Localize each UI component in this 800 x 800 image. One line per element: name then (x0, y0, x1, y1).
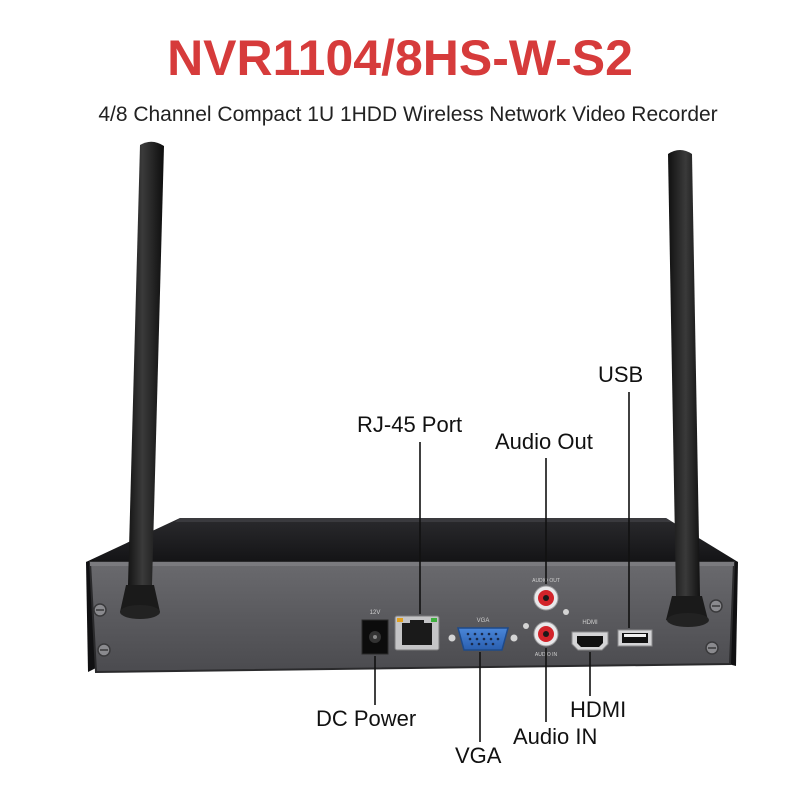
audio-out-label: Audio Out (495, 429, 593, 454)
vga-port (448, 627, 518, 651)
page-title: NVR1104/8HS-W-S2 (167, 30, 633, 86)
rj45-port (394, 615, 440, 651)
screw-left-bottom (97, 643, 111, 657)
page-subtitle: 4/8 Channel Compact 1U 1HDD Wireless Net… (98, 103, 718, 126)
dc-power-jack (361, 619, 389, 655)
screw-left (93, 603, 107, 617)
usb-label: USB (598, 362, 644, 387)
vga-mark: VGA (477, 618, 490, 624)
audio-out-rca (533, 585, 569, 615)
hdmi-port (571, 631, 609, 651)
audio-in-label: Audio IN (513, 724, 598, 749)
usb-port (617, 629, 653, 647)
screw-right (709, 599, 723, 613)
rj45-label: RJ-45 Port (357, 412, 463, 437)
dc-power-label: DC Power (316, 706, 417, 731)
audio-in-rca (523, 621, 559, 647)
antenna-right (666, 150, 709, 627)
hdmi-mark: HDMI (582, 620, 598, 626)
leader-lines (374, 392, 630, 742)
vga-label: VGA (455, 743, 502, 768)
hdmi-label: HDMI (570, 697, 627, 722)
dc-mark: 12V (370, 610, 381, 616)
antenna-left (120, 141, 164, 619)
screw-right-bottom (705, 641, 719, 655)
